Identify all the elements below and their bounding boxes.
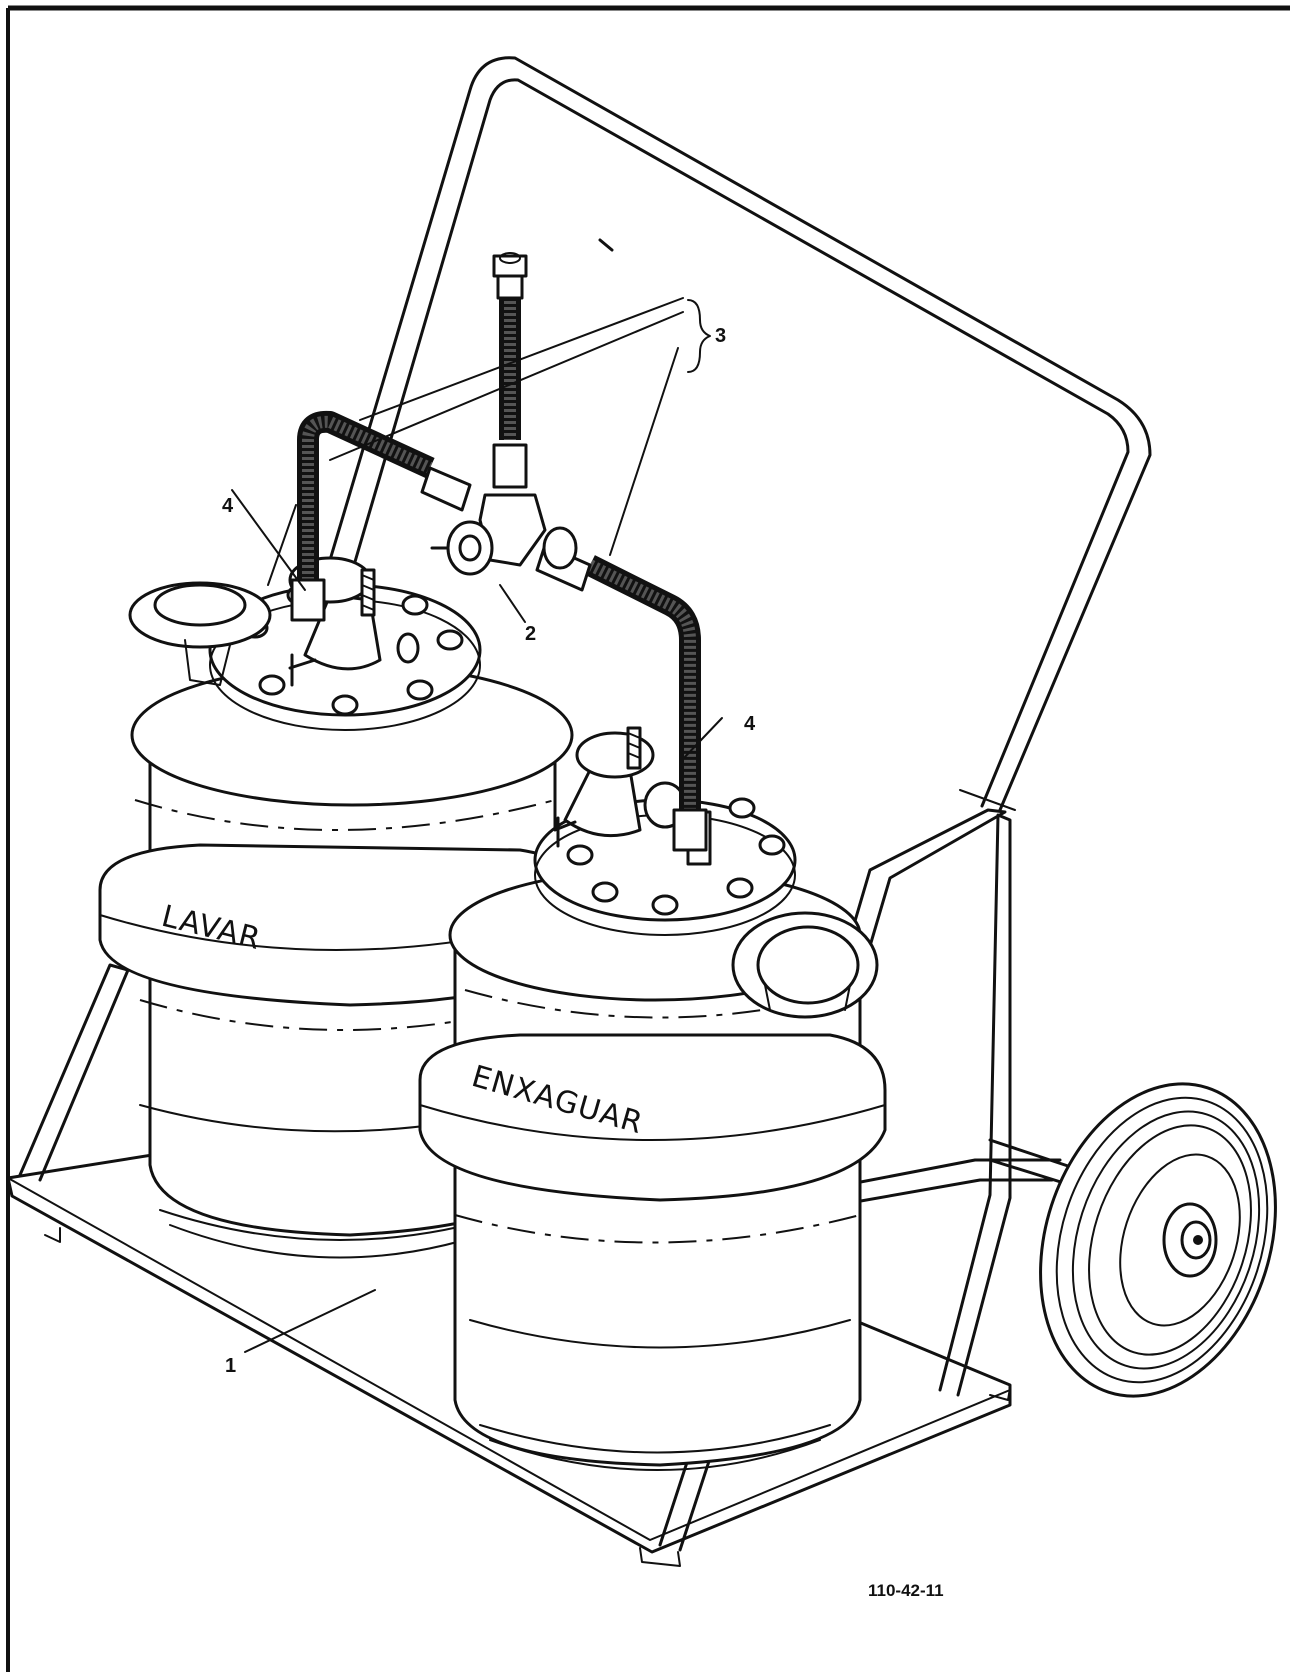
rinse-tank: ENXAGUAR [418,726,887,1471]
fill-cap-right [731,911,879,1019]
callout-hose-assembly: 3 [715,325,726,347]
wash-tank: LAVAR [98,556,587,1259]
hose-assembly [290,252,708,852]
figure-number: 110-42-11 [868,1581,944,1600]
manifold-tee [430,493,578,576]
fill-cap-left [128,581,272,686]
callouts: 1 2 3 4 4 [222,325,756,1377]
flange-bolts-right [566,797,786,916]
border-frame [6,5,1290,1672]
leader-lines [231,297,723,1353]
cart-handle-frame [328,56,1152,812]
valve-right [553,726,712,866]
callout-valve-right: 4 [744,713,756,735]
callout-cart: 1 [225,1355,236,1377]
hose-top-fitting [492,252,528,300]
callout-valve-left: 4 [222,495,234,517]
cart-wheel [1039,1082,1277,1398]
callout-manifold: 2 [525,623,536,645]
hose-fittings [290,443,708,852]
